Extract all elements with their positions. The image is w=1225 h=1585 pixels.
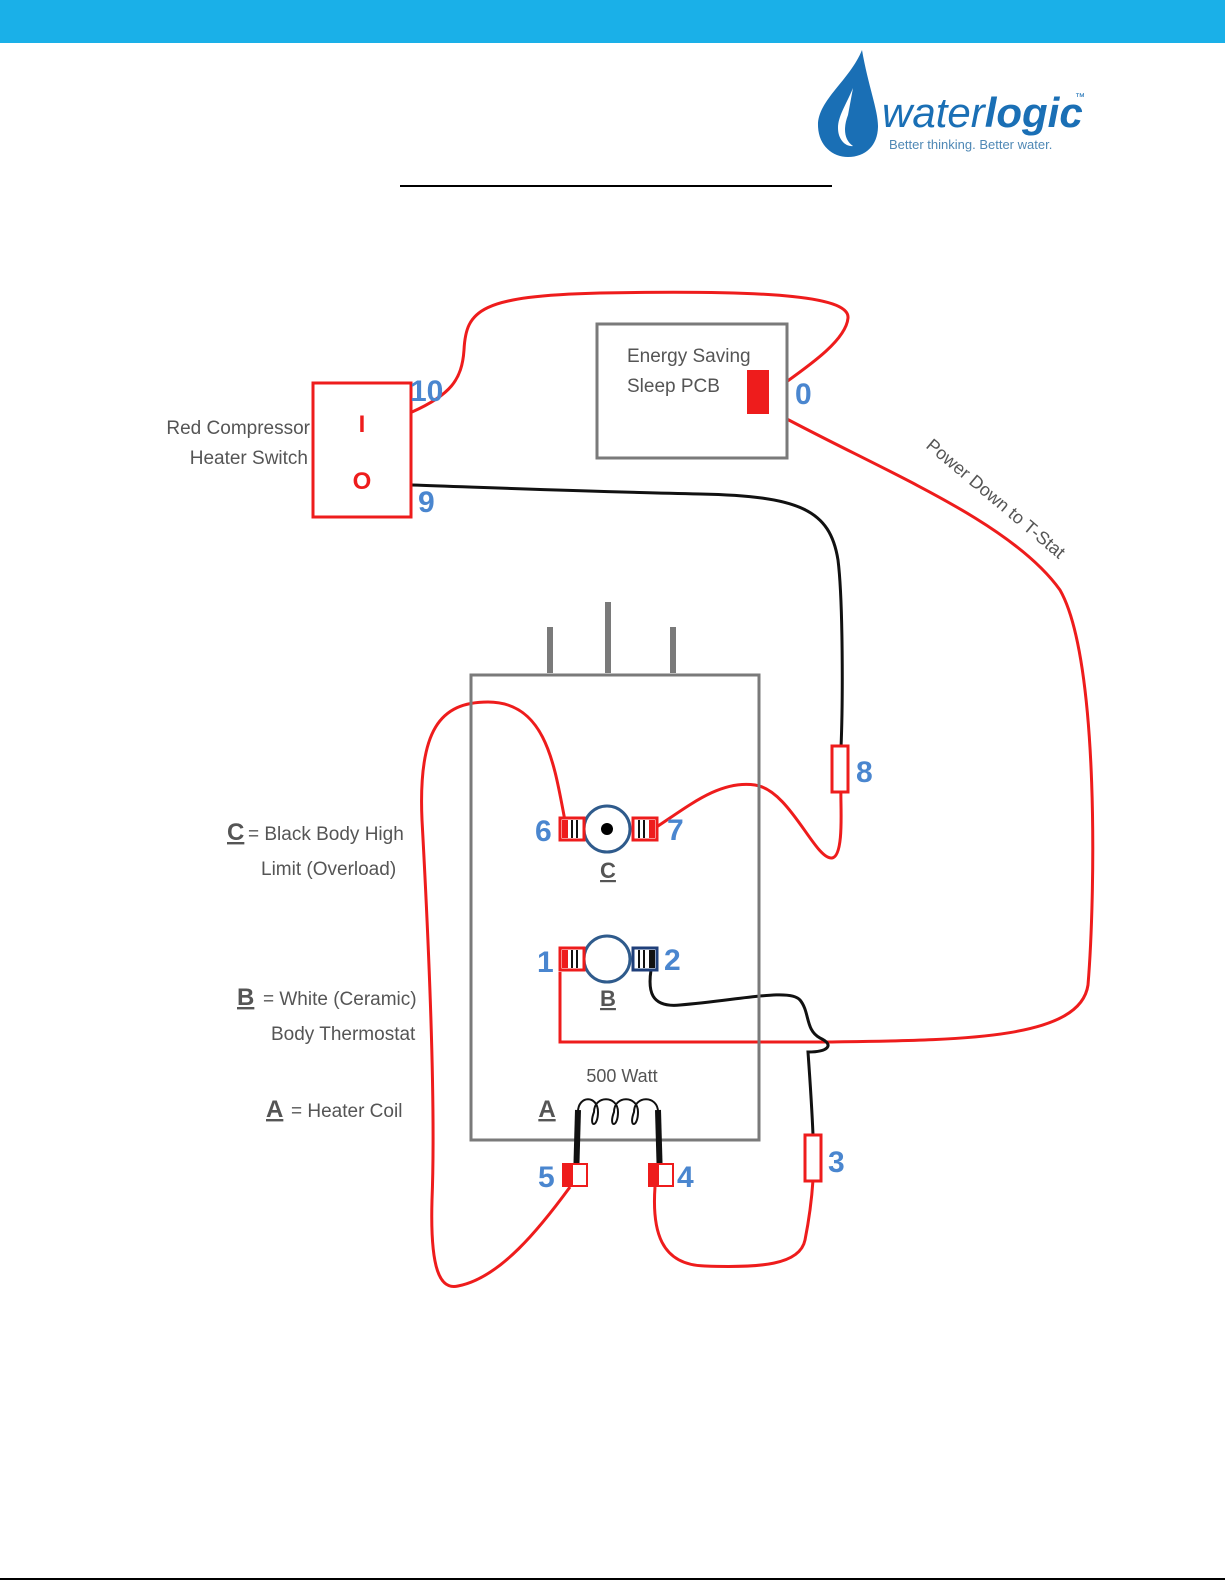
heater-watt-label: 500 Watt [586, 1066, 657, 1086]
component-c-overload: C [560, 806, 657, 883]
component-b-letter: B [600, 986, 616, 1011]
legend-b-letter: B [237, 984, 254, 1011]
terminal-number-10: 10 [410, 375, 443, 408]
terminal-number-5: 5 [538, 1161, 555, 1194]
legend-c: C = Black Body High Limit (Overload) [227, 819, 404, 880]
terminal-number-1: 1 [537, 946, 554, 979]
wire-6-to-5 [422, 702, 570, 1286]
logo-trademark: ™ [1075, 92, 1085, 103]
logo-name-bold: logic [985, 89, 1083, 136]
terminal-number-8: 8 [856, 756, 873, 789]
component-c-letter: C [600, 858, 616, 883]
legend-a-line1: = Heater Coil [291, 1101, 402, 1122]
waterlogic-logo: waterlogic ™ Better thinking. Better wat… [818, 50, 1085, 157]
pcb-connector [747, 370, 769, 414]
switch-off-symbol: O [353, 468, 372, 495]
logo-tagline: Better thinking. Better water. [889, 137, 1052, 152]
svg-text:waterlogic: waterlogic [882, 89, 1083, 136]
legend-b: B = White (Ceramic) Body Thermostat [237, 984, 417, 1045]
coil-icon [578, 1099, 658, 1124]
legend-b-line1: = White (Ceramic) [263, 989, 417, 1010]
component-b-thermostat: B [560, 936, 657, 1011]
terminal-5-connector [563, 1164, 587, 1186]
pcb-label-line2: Sleep PCB [627, 376, 720, 397]
terminal-3-connector [805, 1135, 821, 1181]
wire-2-to-3 [650, 970, 828, 1135]
terminal-number-9: 9 [418, 486, 435, 519]
component-a-letter: A [538, 1096, 555, 1123]
footer-rule [0, 1578, 1225, 1580]
legend-c-letter: C [227, 819, 244, 846]
terminal-number-7: 7 [667, 814, 684, 847]
red-compressor-heater-switch: I O [313, 383, 411, 517]
black-wires [412, 485, 842, 1135]
terminal-number-0: 0 [795, 378, 812, 411]
terminal-4-connector [649, 1164, 673, 1186]
wire-9-to-8 [412, 485, 842, 748]
legend-c-line1: = Black Body High [248, 824, 404, 845]
energy-saving-pcb: Energy Saving Sleep PCB [597, 324, 787, 458]
logo-name-light: water [882, 89, 987, 136]
switch-label-line2: Heater Switch [190, 448, 308, 469]
legend-b-line2: Body Thermostat [271, 1024, 416, 1045]
switch-on-symbol: I [359, 411, 366, 438]
terminal-number-2: 2 [664, 944, 681, 977]
terminal-number-4: 4 [677, 1161, 694, 1194]
legend-c-line2: Limit (Overload) [261, 859, 396, 880]
terminal-number-3: 3 [828, 1146, 845, 1179]
terminal-8-connector [832, 746, 848, 792]
legend-a: A = Heater Coil [266, 1096, 402, 1123]
component-a-heater-coil: 500 Watt A [538, 1066, 660, 1180]
pcb-label-line1: Energy Saving [627, 346, 751, 367]
legend-a-letter: A [266, 1096, 283, 1123]
terminal-number-6: 6 [535, 815, 552, 848]
switch-label-line1: Red Compressor [166, 418, 310, 439]
